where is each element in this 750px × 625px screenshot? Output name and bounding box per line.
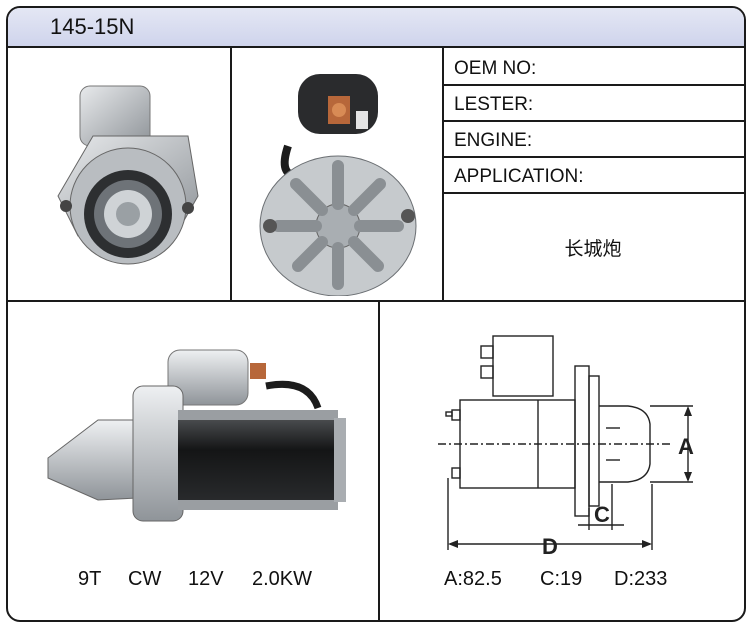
starter-rear-photo [259,74,417,296]
divider [442,192,744,194]
divider [442,84,744,86]
divider [442,46,444,302]
label-c: C [594,502,610,527]
power: 2.0KW [252,568,313,590]
starter-front-photo [57,85,199,265]
voltage: 12V [188,568,224,590]
header-bar: 145-15N [8,8,744,48]
rotation: CW [128,568,162,590]
oem-label: OEM NO: [454,58,537,79]
application-label: APPLICATION: [454,166,584,187]
engine-label: ENGINE: [454,130,533,151]
divider [442,120,744,122]
dimension-drawing: A D C [438,335,694,558]
product-sheet: 145-15N OEM NO: LESTER: ENGINE: APPLICAT… [6,6,746,622]
dimension-d: D:233 [614,568,668,590]
label-d: D [542,534,558,558]
teeth-count: 9T [78,568,102,590]
dimension-c: C:19 [540,568,583,590]
application-value: 长城炮 [564,239,622,260]
lester-label: LESTER: [454,94,534,115]
divider [230,46,232,302]
divider [378,302,380,620]
dimension-a: A:82.5 [444,568,502,590]
divider [8,300,744,302]
starter-side-photo [47,349,346,522]
label-a: A [678,434,694,459]
part-number: 145-15N [50,14,135,39]
divider [442,156,744,158]
